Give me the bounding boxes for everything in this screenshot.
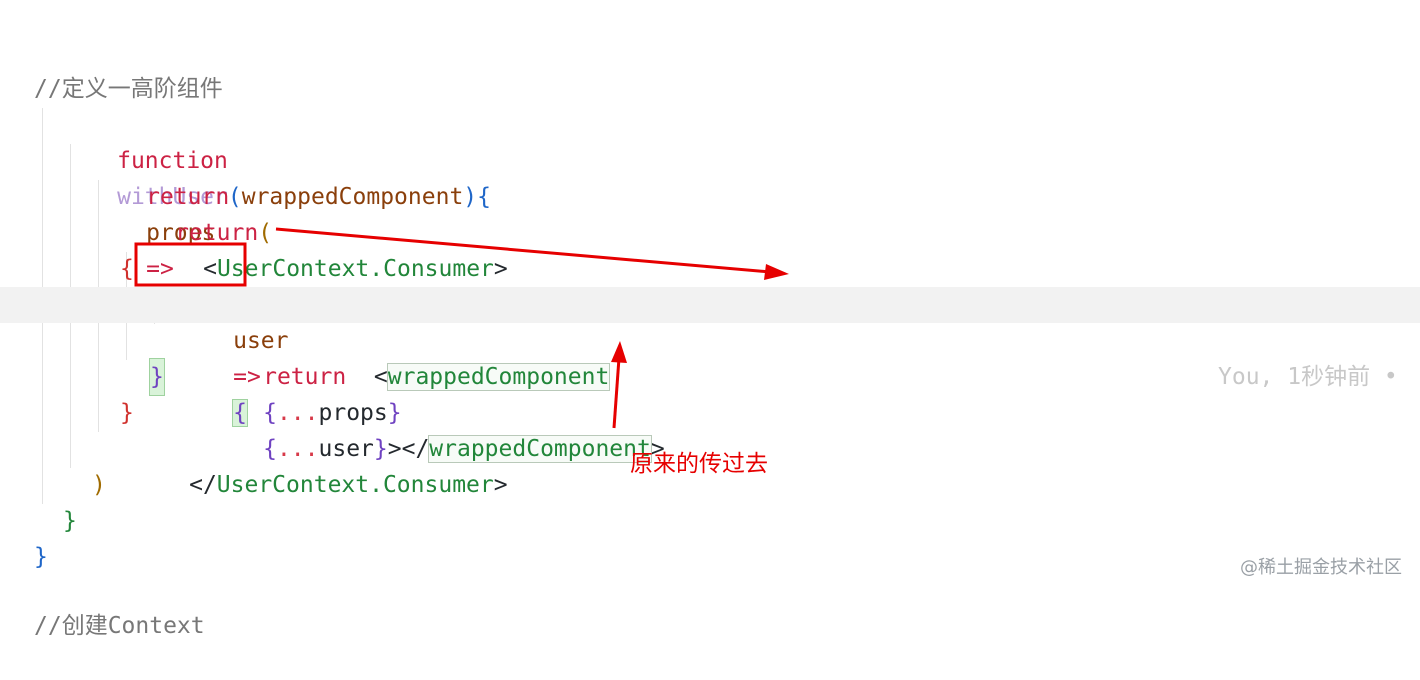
code-line-1[interactable]: //定义一高阶组件 <box>0 35 1420 102</box>
annotation-overlay <box>134 227 789 429</box>
tag-bracket: > <box>650 436 665 462</box>
arrow-line <box>612 357 621 429</box>
parameter: props <box>146 220 216 246</box>
brace: } <box>373 436 388 462</box>
arrow-head <box>764 264 789 280</box>
spread-name: user <box>318 436 374 462</box>
paren-open: ( <box>227 184 242 210</box>
tag-bracket: > <box>493 472 508 498</box>
code-editor[interactable]: //定义一高阶组件 function withUser(wrappedCompo… <box>0 0 1420 639</box>
function-name: withUser <box>117 184 228 210</box>
tag-bracket: ></ <box>387 436 430 462</box>
annotation-label: 原来的传过去 <box>630 451 768 477</box>
jsx-tag-close: wrappedComponent <box>428 435 652 463</box>
jsx-tag-open: wrappedComponent <box>386 363 611 391</box>
code-line-5[interactable]: <UserContext.Consumer> <box>0 179 1420 282</box>
tag-bracket: < <box>203 256 217 282</box>
brace-close-highlighted: } <box>149 358 165 396</box>
arrow-line <box>275 227 771 274</box>
code-line-12[interactable]: ) <box>0 431 1420 498</box>
brace-open-highlighted: { <box>232 399 248 427</box>
spread-props: {...props} <box>263 400 402 426</box>
paren-close: ) <box>463 184 478 210</box>
spread-dots: ... <box>276 436 319 462</box>
brace-open: { <box>120 256 134 282</box>
spread-user: {...user} <box>263 436 388 462</box>
tag-bracket: < <box>373 364 388 390</box>
brace: { <box>263 436 277 462</box>
jsx-tag: UserContext.Consumer <box>216 256 494 282</box>
code-line-13[interactable]: } <box>0 467 1420 534</box>
brace: } <box>387 400 402 426</box>
keyword-function: function <box>117 148 228 174</box>
brace-close: } <box>63 508 77 534</box>
brace: { <box>263 400 277 426</box>
git-blame-annotation: You, 1秒钟前 • <box>1218 364 1398 390</box>
keyword-return: return <box>263 364 347 390</box>
code-line-2[interactable]: function withUser(wrappedComponent){ <box>0 71 1420 210</box>
tag-bracket: </ <box>189 472 217 498</box>
spread-name: props <box>318 400 388 426</box>
code-line-14[interactable]: } <box>0 503 1420 570</box>
code-line-7[interactable]: user => { <box>0 251 1420 427</box>
arrow: => <box>146 256 174 282</box>
code-line-4[interactable]: return( <box>0 143 1420 246</box>
keyword-return: return <box>175 220 259 246</box>
arrow-head <box>611 341 627 363</box>
arrow: => <box>233 364 261 390</box>
brace-open: { <box>477 184 492 210</box>
spread-dots: ... <box>276 400 319 426</box>
code-line-11[interactable]: </UserContext.Consumer> <box>0 395 1420 498</box>
comment: //定义一高阶组件 <box>34 76 223 102</box>
comment: //创建Context <box>34 613 205 639</box>
jsx-tag: UserContext.Consumer <box>216 472 494 498</box>
code-line-9[interactable]: } <box>0 323 1420 396</box>
brace-close: } <box>34 544 48 570</box>
tag-bracket: > <box>493 256 508 282</box>
paren-close: ) <box>92 472 106 498</box>
keyword-return: return <box>146 184 230 210</box>
watermark: @稀土掘金技术社区 <box>1240 557 1402 578</box>
highlight-box <box>134 242 247 287</box>
code-line-10[interactable]: } <box>0 359 1420 426</box>
code-line-6[interactable]: { <box>0 215 1420 282</box>
brace-close: } <box>120 400 134 426</box>
paren-open: ( <box>258 220 273 246</box>
code-line-8[interactable]: return <wrappedComponent {...props} {...… <box>0 287 1420 463</box>
parameter: wrappedComponent <box>241 184 464 210</box>
parameter: user <box>233 328 289 354</box>
